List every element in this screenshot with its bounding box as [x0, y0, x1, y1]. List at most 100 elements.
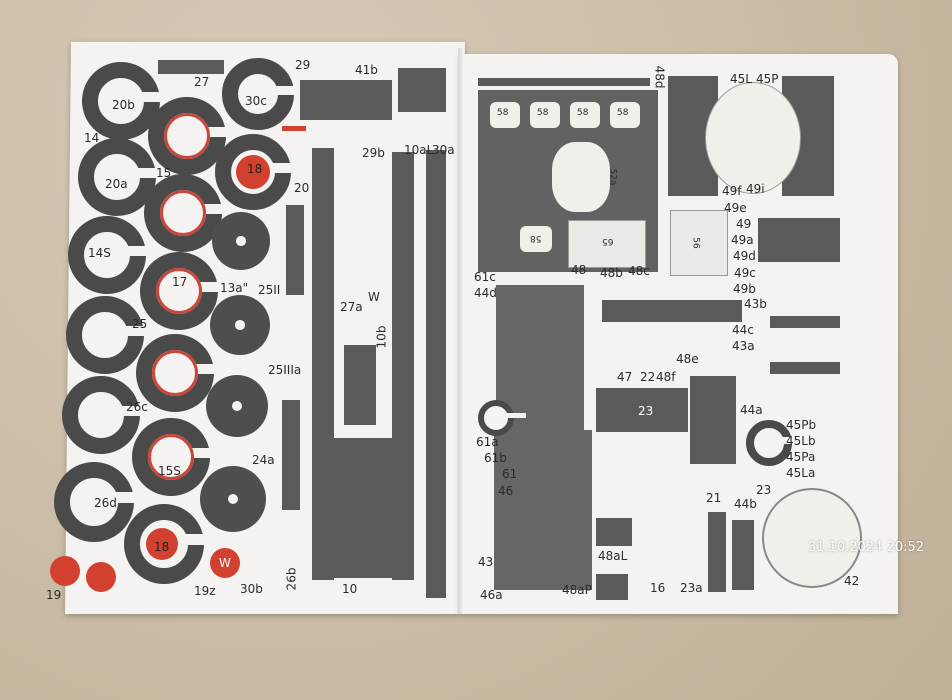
part-label: 49b [733, 282, 756, 296]
c-part [746, 420, 802, 466]
part-label: 43a [732, 339, 755, 353]
part-label: 20a [105, 177, 128, 191]
red-hub [210, 548, 240, 578]
part-label: 45Pb [786, 418, 817, 432]
part-41b [398, 68, 446, 112]
part-label: W [219, 556, 231, 570]
part-label: 26b [284, 567, 299, 591]
part-label: 45Lb [786, 434, 816, 448]
disc-part [206, 375, 268, 437]
part-48aP [596, 574, 628, 600]
part-label: 13a" [220, 281, 249, 295]
part-label: 46a [480, 588, 503, 602]
part-label: 48aP [562, 583, 592, 597]
part-label: 58 [537, 108, 549, 118]
part-label: 48d [652, 65, 667, 89]
part-label: 26d [94, 496, 117, 510]
disc-part [200, 466, 266, 532]
part-label: 14 [84, 131, 100, 145]
part-label: 20b [112, 98, 135, 112]
part-label: 49c [734, 266, 756, 280]
part-label: 44b [734, 497, 757, 511]
part-label: 10 [342, 582, 358, 596]
tire-part [82, 62, 162, 140]
floor-part [318, 438, 402, 578]
strip-part [708, 512, 726, 592]
tire-part [62, 376, 142, 454]
red-rim [164, 113, 210, 159]
part-label: 58 [497, 108, 509, 118]
part-label: 15S [158, 464, 181, 478]
disc-part [212, 212, 270, 270]
part-label: 44c [732, 323, 754, 337]
part-label: 49f [722, 184, 742, 198]
part-label: 56 [690, 237, 701, 249]
part-label: 48f [656, 370, 676, 384]
photo-timestamp: 31.10.2024 20:52 [808, 540, 925, 555]
red-rim [160, 190, 206, 236]
strip-part [770, 316, 840, 328]
red-hub [236, 155, 270, 189]
part-label: 58 [530, 233, 542, 243]
part-label: 22 [640, 370, 656, 384]
part-label: 16 [650, 581, 666, 595]
tire-part [136, 334, 216, 412]
part-label: 45La [786, 466, 816, 480]
part-label: 29b [362, 146, 385, 160]
part-label: 23 [756, 483, 772, 497]
part-label: 48e [676, 352, 699, 366]
part-label: 25II [258, 283, 281, 297]
part-label: 24a [252, 453, 275, 467]
panel-65 [568, 220, 646, 268]
part-label: 20 [294, 181, 310, 195]
hatch-part [530, 102, 560, 128]
part-label: 61a [476, 435, 499, 449]
part-label: 27a [340, 300, 363, 314]
part-label: 45P [756, 72, 779, 86]
round-part-42 [762, 488, 862, 588]
part-label: 44a [740, 403, 763, 417]
track-links [494, 430, 592, 590]
red-rim [148, 434, 194, 480]
panel-56 [670, 210, 728, 276]
tire-part [222, 58, 296, 130]
turret-ring [552, 142, 610, 212]
part-label: 45Pa [786, 450, 816, 464]
part-21 [690, 376, 736, 464]
part-49 [758, 218, 840, 262]
part-label: 48b [600, 266, 623, 280]
part-label: 18 [154, 540, 170, 554]
part-label: 47 [617, 370, 633, 384]
c-part [478, 400, 526, 436]
red-hub [86, 562, 116, 592]
part-label: 49a [731, 233, 754, 247]
strip-part [770, 362, 840, 374]
booklet-spine [458, 48, 464, 614]
part-label: 52a [607, 168, 618, 186]
part-label: 49e [724, 201, 747, 215]
part-label: 23 [638, 404, 654, 418]
part-label: 61b [484, 451, 507, 465]
hatch-part [610, 102, 640, 128]
tire-part [66, 296, 146, 374]
part-label: 30b [240, 582, 263, 596]
part-label: 45L [730, 72, 752, 86]
part-label: 18 [247, 162, 263, 176]
part-label: 46 [498, 484, 514, 498]
part-label: 30c [245, 94, 267, 108]
part-label: 23a [680, 581, 703, 595]
part-label: 49i [746, 182, 765, 196]
part-label: 65 [602, 236, 614, 246]
part-label: 21 [706, 491, 722, 505]
round-part [705, 82, 801, 194]
red-hub [50, 556, 80, 586]
disc-part [210, 295, 270, 355]
part-23 [596, 388, 688, 432]
part-label: 10b [374, 325, 389, 349]
part-label: 25 [132, 317, 148, 331]
part-label: 48aL [598, 549, 628, 563]
part-label: 49d [733, 249, 756, 263]
red-rim [152, 350, 198, 396]
hatch-part [570, 102, 600, 128]
part-label: 44d [474, 286, 497, 300]
